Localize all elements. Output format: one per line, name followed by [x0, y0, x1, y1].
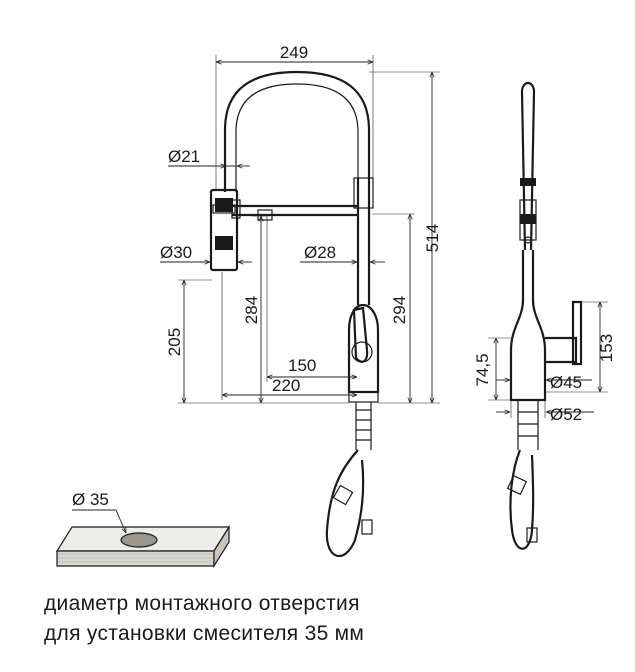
side-view-faucet	[506, 81, 583, 550]
dim-side-height-153: 153	[597, 334, 616, 362]
side-view-dimensions: 153 74,5 Ø45 Ø52	[473, 301, 616, 424]
countertop-illustration: Ø 35	[55, 490, 231, 569]
dim-height-284: 284	[242, 296, 261, 324]
holder-arm	[232, 204, 358, 217]
dim-hose-diameter: Ø21	[168, 147, 200, 166]
supply-hose	[325, 449, 365, 558]
side-lever	[545, 336, 578, 364]
dim-spray-diameter: Ø30	[160, 243, 192, 262]
dim-side-height-74: 74,5	[473, 353, 492, 386]
side-hose	[509, 449, 535, 550]
dim-body-diameter: Ø28	[304, 243, 336, 262]
side-mount	[517, 400, 539, 450]
dim-side-base-diameter: Ø45	[550, 373, 582, 392]
dim-reach-220: 220	[272, 376, 300, 395]
dim-reach-150: 150	[288, 356, 316, 375]
dim-height-514: 514	[423, 224, 442, 252]
dim-side-mount-diameter: Ø52	[550, 405, 582, 424]
mount-stud	[355, 402, 372, 450]
dim-hole-diameter: Ø 35	[72, 490, 109, 509]
front-view-dimensions: 249 Ø21 Ø30 Ø28 514 294 205 284	[160, 43, 442, 404]
side-spout	[520, 81, 536, 251]
caption-line-2: для установки смесителя 35 мм	[44, 622, 365, 645]
faucet-base	[347, 303, 380, 394]
countertop-front	[56, 550, 215, 567]
dim-width-249: 249	[280, 43, 308, 62]
lever-handle	[352, 306, 369, 363]
dim-height-205: 205	[165, 328, 184, 356]
caption-line-1: диаметр монтажного отверстия	[44, 592, 360, 615]
gooseneck-spring	[223, 70, 371, 192]
dim-height-294: 294	[390, 296, 409, 324]
front-view-faucet	[209, 70, 380, 558]
side-body	[509, 250, 547, 402]
faucet-body	[356, 178, 371, 305]
mounting-hole	[120, 532, 158, 548]
countertop-side	[213, 524, 230, 569]
spray-head	[209, 188, 239, 272]
